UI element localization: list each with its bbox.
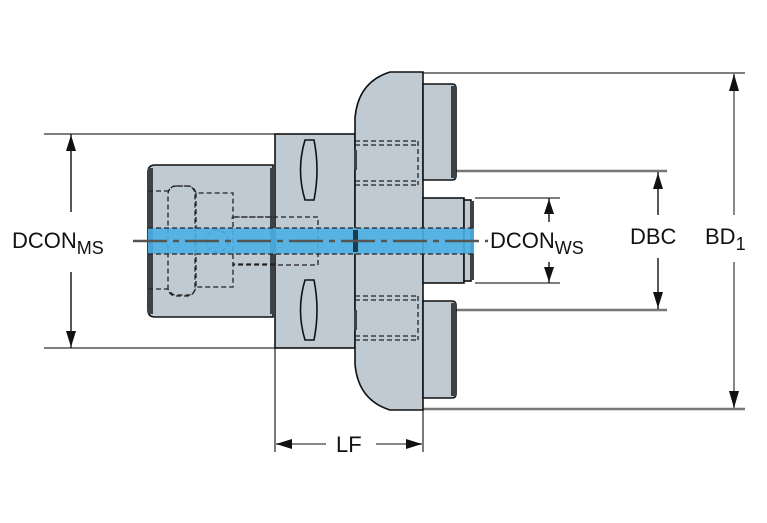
bd1-dimension bbox=[729, 74, 739, 408]
drive-lug-bottom bbox=[422, 300, 457, 399]
slot-top bbox=[299, 139, 318, 201]
lf-label: LF bbox=[336, 432, 362, 457]
dcon-ws-label: DCONWS bbox=[490, 228, 584, 258]
drive-lug-top bbox=[422, 83, 457, 181]
dbc-label: DBC bbox=[630, 224, 677, 249]
coolant-channel bbox=[133, 227, 488, 255]
slot-bottom bbox=[299, 279, 318, 341]
dcon-ms-label: DCONMS bbox=[12, 228, 104, 258]
dcon-ws-dimension bbox=[544, 198, 554, 283]
lf-dimension bbox=[275, 439, 423, 449]
dbc-dimension bbox=[653, 172, 663, 309]
dcon-ms-dimension bbox=[66, 134, 76, 348]
bd1-label: BD1 bbox=[705, 224, 746, 254]
